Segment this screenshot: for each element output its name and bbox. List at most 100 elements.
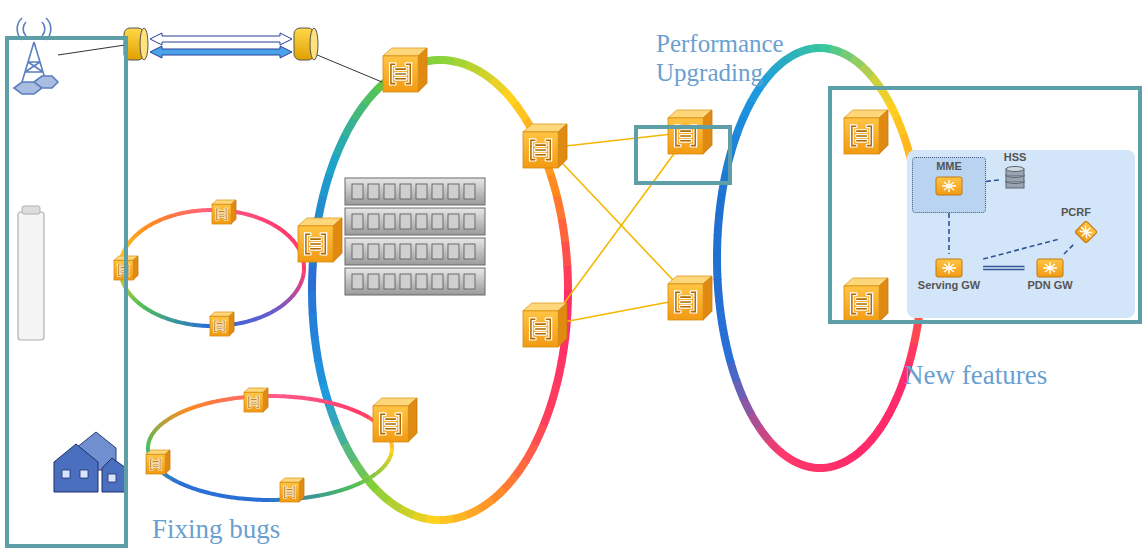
router-symbol-line — [214, 321, 225, 332]
server-slot — [368, 184, 379, 199]
ring-segment — [361, 413, 369, 417]
element-label: HSS — [1004, 151, 1027, 164]
server-slot — [400, 184, 411, 199]
ring-segment — [820, 48, 831, 49]
network-element: Serving GW — [915, 254, 983, 293]
node-icon — [1075, 221, 1097, 243]
network-element: PDN GW — [1024, 254, 1075, 293]
ring-segment — [249, 318, 258, 321]
router-symbol-line — [150, 459, 161, 470]
router-front — [114, 260, 133, 280]
ring-segment — [143, 307, 150, 312]
router-symbol — [852, 126, 871, 145]
ring-segment — [175, 213, 184, 215]
ring-segment — [525, 444, 535, 462]
ring-segment — [220, 398, 233, 400]
ring-segment — [719, 301, 722, 323]
ring-segment — [159, 422, 165, 427]
router-icon — [523, 303, 567, 347]
ring-segment — [562, 219, 566, 243]
ring-segment — [354, 103, 365, 119]
ring-segment — [751, 87, 760, 101]
router-symbol — [531, 140, 550, 159]
router-side — [133, 256, 138, 280]
router-side — [558, 124, 567, 168]
ring-segment — [266, 311, 274, 315]
ring-segment — [331, 403, 342, 406]
ring-segment — [831, 49, 842, 53]
ring-segment — [557, 361, 562, 385]
element-label: Serving GW — [918, 279, 980, 292]
highlight-box: New featuresMMEHSSPCRFServing GWPDN GW — [828, 86, 1142, 324]
ring-segment — [164, 417, 171, 422]
ring-segment — [154, 427, 159, 432]
ring-segment — [914, 323, 918, 345]
server-slot — [448, 244, 459, 259]
router-side — [333, 218, 342, 262]
interface-link — [983, 266, 1024, 271]
router-front — [146, 454, 165, 474]
ring-segment — [769, 66, 779, 76]
router-symbol-line — [676, 126, 695, 145]
ring-segment — [319, 493, 331, 496]
ring-segment — [466, 509, 480, 515]
rainbow-ring — [148, 396, 392, 500]
ring-segment — [504, 91, 516, 105]
router-side — [879, 110, 888, 154]
router-icon — [523, 124, 567, 168]
ring-segment — [341, 487, 351, 491]
ring-segment — [778, 58, 789, 66]
ring-segment — [788, 457, 799, 463]
ring-segment — [158, 315, 166, 318]
ring-segment — [280, 302, 286, 307]
interface-link — [986, 180, 1001, 182]
ring-segment — [329, 154, 337, 175]
ring-segment — [389, 443, 394, 449]
element-label: PDN GW — [1027, 279, 1072, 292]
ring-segment — [852, 58, 863, 66]
ring-segment — [315, 337, 319, 361]
ring-segment — [862, 66, 872, 77]
ring-segment — [318, 195, 323, 219]
router-front — [844, 118, 879, 154]
ring-segment — [345, 118, 355, 136]
router-symbol — [676, 292, 695, 311]
ring-segment — [198, 403, 209, 406]
ring-segment — [291, 292, 296, 298]
rainbow-ring — [717, 48, 923, 468]
ring-segment — [244, 497, 257, 502]
node-icon — [934, 175, 964, 197]
ring-segment — [871, 428, 881, 441]
ring-segment — [439, 519, 453, 520]
tower-cells — [14, 76, 58, 94]
router-front — [383, 56, 418, 92]
ring-segment — [360, 479, 368, 483]
router-side — [418, 48, 427, 92]
router-side — [558, 303, 567, 347]
server-slot — [464, 184, 475, 199]
router-symbol-line — [852, 294, 871, 313]
ring-segment — [386, 459, 390, 465]
ring-segment — [515, 461, 526, 477]
router-symbol-line — [391, 64, 410, 83]
double-arrow — [150, 46, 292, 58]
ring-segment — [809, 467, 820, 468]
ring-segment — [179, 409, 189, 413]
ring-segment — [138, 229, 144, 234]
ring-segment — [320, 400, 332, 403]
double-arrow — [150, 33, 292, 45]
highlight-label: Performance Upgrading — [656, 30, 826, 88]
router-icon — [668, 110, 712, 154]
ring-segment — [841, 458, 852, 464]
network-element: HSS — [1001, 150, 1030, 191]
server-slot — [416, 184, 427, 199]
server-slot — [368, 274, 379, 289]
router-front — [668, 118, 703, 154]
ring-segment — [302, 274, 304, 280]
ring-segment — [731, 362, 737, 381]
ring-segment — [503, 476, 515, 490]
ring-segment — [208, 493, 220, 496]
g-shape — [936, 177, 962, 195]
server-slot — [352, 274, 363, 289]
server-slot — [448, 184, 459, 199]
